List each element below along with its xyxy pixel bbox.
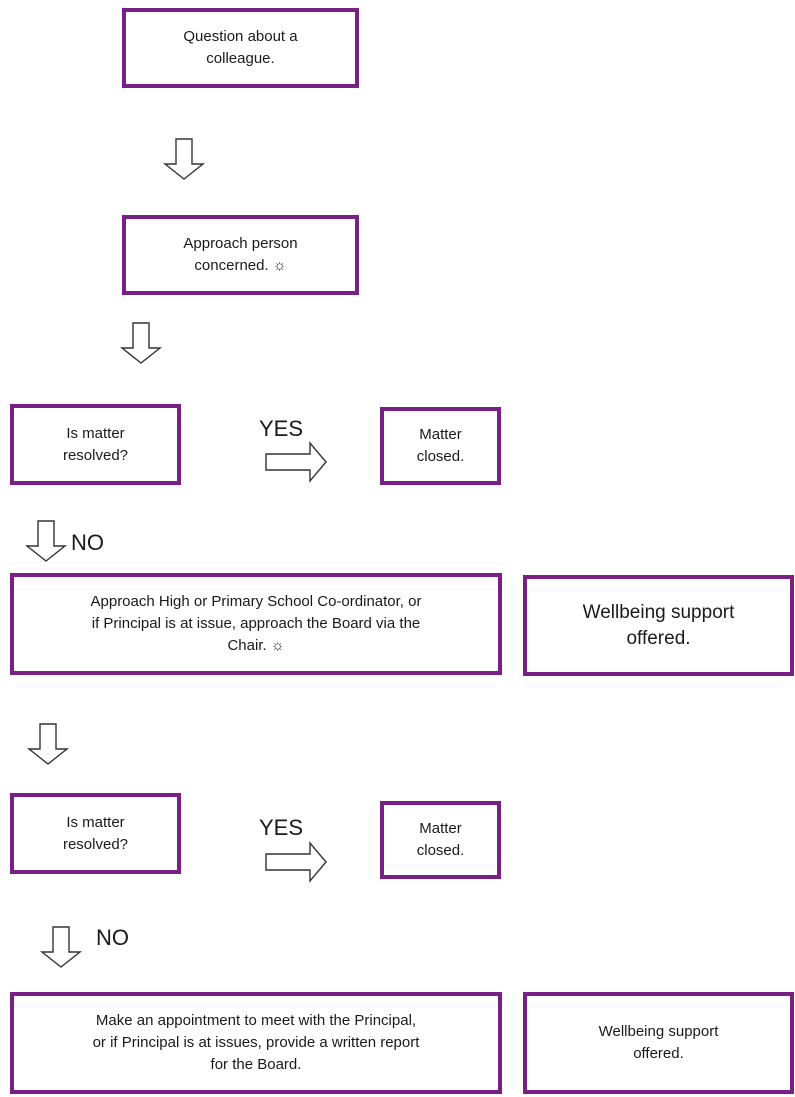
down-arrow-icon (24, 520, 68, 562)
down-arrow-icon (26, 723, 70, 765)
box-text-line: offered. (633, 1045, 684, 1062)
box-wellbeing-support: Wellbeing support offered. (523, 575, 794, 676)
yes-label: YES (259, 416, 304, 441)
box-text-line: for the Board. (210, 1056, 302, 1073)
box-is-matter-resolved: Is matter resolved? (10, 404, 181, 485)
box-approach-person: Approach person concerned. ☼ (122, 215, 359, 295)
no-label: NO (96, 925, 129, 950)
box-text-line: Wellbeing support (598, 1023, 719, 1040)
down-arrow-icon (119, 322, 163, 364)
box-wellbeing-support: Wellbeing support offered. (523, 992, 794, 1094)
box-question-about-colleague: Question about a colleague. (122, 8, 359, 88)
box-text-line: Is matter (66, 424, 125, 442)
down-arrow-icon (162, 138, 206, 180)
box-text-line: Approach High or Primary School Co-ordin… (90, 593, 422, 610)
box-text-line: Matter (419, 820, 462, 837)
box-text-line: Question about a (183, 28, 298, 45)
box-text-line: concerned. ☼ (194, 257, 287, 274)
no-label: NO (71, 530, 104, 555)
box-text-line: Make an appointment to meet with the Pri… (95, 1012, 417, 1029)
box-text-line: Matter (419, 426, 462, 443)
yes-label: YES (259, 815, 304, 840)
box-text-line: Is matter (66, 813, 125, 831)
box-text-line: or if Principal is at issues, provide a … (92, 1034, 420, 1051)
box-matter-closed: Matter closed. (380, 801, 501, 879)
box-meet-principal: Make an appointment to meet with the Pri… (10, 992, 502, 1094)
box-is-matter-resolved: Is matter resolved? (10, 793, 181, 874)
box-text-line: offered. (626, 627, 691, 649)
box-text-line: Wellbeing support (582, 601, 735, 623)
box-text-line: if Principal is at issue, approach the B… (91, 615, 421, 632)
right-arrow-icon (265, 441, 327, 483)
right-arrow-icon (265, 841, 327, 883)
box-text-line: colleague. (206, 50, 275, 67)
box-text-line: closed. (416, 842, 465, 859)
box-text-line: Chair. ☼ (227, 637, 285, 654)
box-matter-closed: Matter closed. (380, 407, 501, 485)
box-approach-coordinator: Approach High or Primary School Co-ordin… (10, 573, 502, 675)
down-arrow-icon (39, 926, 83, 968)
box-text-line: closed. (416, 448, 465, 465)
box-text-line: resolved? (62, 446, 129, 464)
box-text-line: resolved? (62, 835, 129, 853)
box-text-line: Approach person (183, 235, 298, 252)
